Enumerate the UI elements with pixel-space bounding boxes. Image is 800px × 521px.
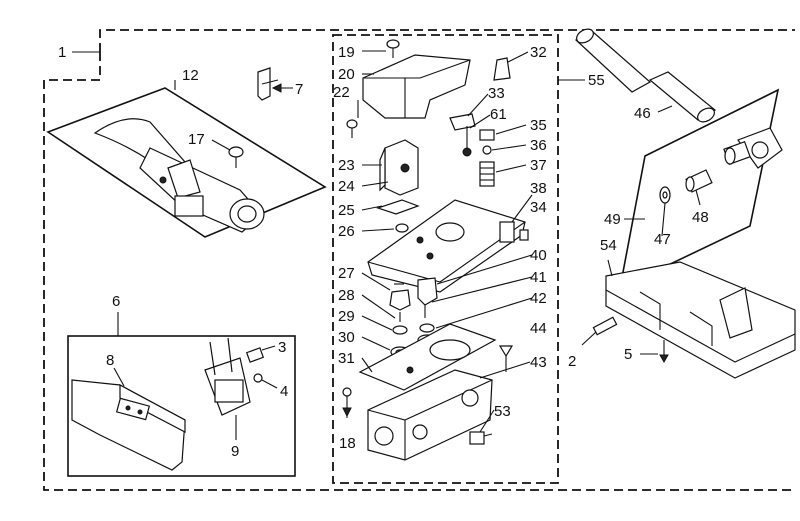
- plug-53: [469, 431, 493, 445]
- callout-31: 31: [338, 350, 355, 367]
- fitting-group-frame: [618, 88, 780, 290]
- callout-7: 7: [295, 81, 303, 98]
- callout-43: 43: [530, 354, 547, 371]
- callout-42: 42: [530, 290, 547, 307]
- burner-tube: [93, 118, 265, 233]
- bracket-23-24: [379, 139, 419, 196]
- callout-3: 3: [278, 339, 286, 356]
- callout-17: 17: [188, 131, 205, 148]
- cap-32: [493, 57, 511, 81]
- callout-30: 30: [338, 329, 355, 346]
- callout-29: 29: [338, 308, 355, 325]
- valve-assembly-box: [332, 34, 559, 484]
- callout-19: 19: [338, 44, 355, 61]
- callout-24: 24: [338, 178, 355, 195]
- diaphragm-27: [389, 283, 411, 311]
- pilot-group-frame: [67, 335, 296, 477]
- block-38: [499, 221, 515, 243]
- knob-35: [479, 129, 495, 141]
- tee-fitting: [723, 127, 783, 169]
- base-bracket-54: [605, 259, 796, 379]
- callout-48: 48: [692, 209, 709, 226]
- burner-group-frame: [46, 87, 327, 238]
- callout-44: 44: [530, 320, 547, 337]
- callout-27: 27: [338, 265, 355, 282]
- callout-33: 33: [488, 85, 505, 102]
- washer-36: [482, 145, 492, 155]
- callout-34: 34: [530, 199, 547, 216]
- callout-8: 8: [106, 352, 114, 369]
- callout-49: 49: [604, 211, 621, 228]
- callout-20: 20: [338, 66, 355, 83]
- callout-1: 1: [58, 44, 66, 61]
- callout-47: 47: [654, 231, 671, 248]
- callout-46: 46: [634, 105, 651, 122]
- callout-55: 55: [588, 72, 605, 89]
- clip-33: [449, 113, 476, 131]
- callout-5: 5: [624, 346, 632, 363]
- callout-9: 9: [231, 443, 239, 460]
- pipe-46: [574, 28, 717, 123]
- screw-18: [342, 387, 352, 418]
- screw-5: [640, 340, 669, 364]
- callout-37: 37: [530, 157, 547, 174]
- fitting-4: [253, 373, 278, 389]
- spring-37: [479, 161, 495, 187]
- outer-assembly-boundary: [43, 29, 795, 491]
- pilot-bracket-8: [71, 367, 186, 471]
- callout-4: 4: [280, 383, 288, 400]
- callout-41: 41: [530, 269, 547, 286]
- regulator-40-41: [417, 277, 438, 318]
- pilot-9: [204, 337, 251, 440]
- callout-61: 61: [490, 106, 507, 123]
- leader-lines: [357, 51, 701, 433]
- callout-12: 12: [182, 67, 199, 84]
- callout-6: 6: [112, 293, 120, 310]
- callout-54: 54: [600, 237, 617, 254]
- gasket-25: [376, 199, 420, 215]
- screw-19: [362, 39, 400, 58]
- callout-26: 26: [338, 223, 355, 240]
- screw-22: [346, 119, 358, 138]
- cover-20: [362, 54, 471, 119]
- gasket-31-43: [358, 323, 497, 391]
- screw-17: [211, 139, 244, 168]
- callout-25: 25: [338, 202, 355, 219]
- callout-2: 2: [568, 353, 576, 370]
- valve-body: [367, 369, 493, 461]
- fitting-3: [245, 345, 276, 363]
- callout-38: 38: [530, 180, 547, 197]
- callout-22: 22: [333, 84, 350, 101]
- bracket-7: [257, 67, 293, 101]
- screw-61: [462, 126, 472, 157]
- callout-35: 35: [530, 117, 547, 134]
- callout-32: 32: [530, 44, 547, 61]
- callout-36: 36: [530, 137, 547, 154]
- washer-47: [659, 186, 671, 204]
- callout-28: 28: [338, 287, 355, 304]
- callout-40: 40: [530, 247, 547, 264]
- valve-plate: [367, 199, 526, 293]
- seal-29: [392, 325, 408, 335]
- callout-53: 53: [494, 403, 511, 420]
- nut-34: [519, 229, 529, 241]
- adapter-48: [685, 169, 713, 193]
- callout-23: 23: [338, 157, 355, 174]
- screw-2: [581, 316, 618, 346]
- ring-26: [395, 223, 409, 233]
- callout-18: 18: [339, 435, 356, 452]
